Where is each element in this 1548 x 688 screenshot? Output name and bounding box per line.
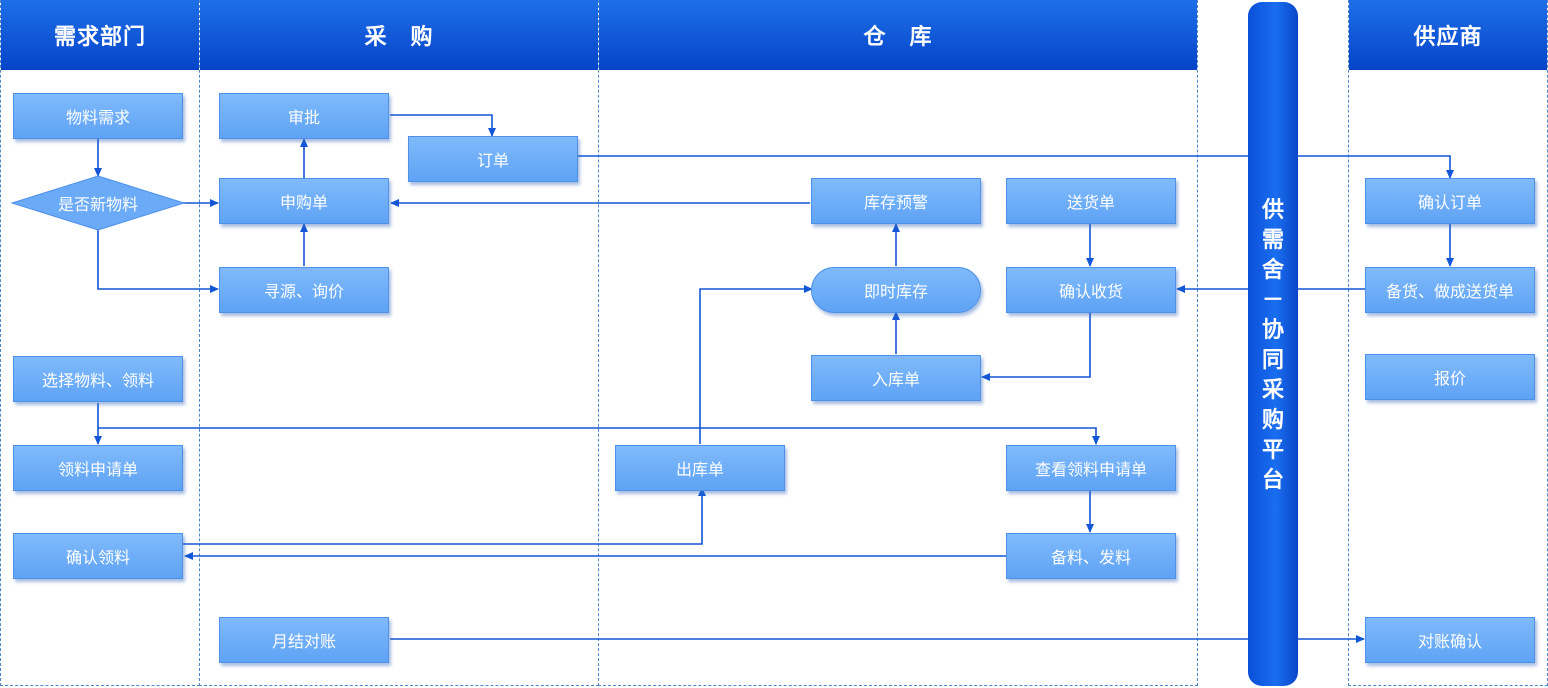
node-stock-warning[interactable]: 库存预警 xyxy=(811,178,981,224)
node-view-requisition[interactable]: 查看领料申请单 xyxy=(1006,445,1176,491)
node-realtime-stock[interactable]: 即时库存 xyxy=(811,267,981,313)
node-confirm-receipt[interactable]: 确认收货 xyxy=(1006,267,1176,313)
node-reconcile-confirm[interactable]: 对账确认 xyxy=(1365,617,1535,663)
arrow-approval-to-order xyxy=(390,114,496,137)
node-is-new-material[interactable]: 是否新物料 xyxy=(57,195,138,214)
node-stock-delivery[interactable]: 备货、做成送货单 xyxy=(1365,267,1535,313)
lane-header-supplier: 供应商 xyxy=(1349,0,1547,70)
lane-header-warehouse: 仓 库 xyxy=(599,0,1197,70)
node-confirm-requisition[interactable]: 确认领料 xyxy=(13,533,183,579)
lane-supplier xyxy=(1348,0,1548,686)
lane-header-demand: 需求部门 xyxy=(1,0,199,70)
arrow-order-to-confirm-order xyxy=(578,155,1454,179)
node-delivery-note[interactable]: 送货单 xyxy=(1006,178,1176,224)
node-prepare-issue[interactable]: 备料、发料 xyxy=(1006,533,1176,579)
decision-diamond xyxy=(10,175,186,231)
arrow-outbound-to-stock xyxy=(699,285,813,444)
node-monthly-reconcile[interactable]: 月结对账 xyxy=(219,617,389,663)
node-inbound-note[interactable]: 入库单 xyxy=(811,355,981,401)
collaboration-platform-bar: 供需舍－协同采购平台 xyxy=(1248,2,1298,686)
node-confirm-order[interactable]: 确认订单 xyxy=(1365,178,1535,224)
node-order[interactable]: 订单 xyxy=(408,136,578,182)
node-requisition-form[interactable]: 领料申请单 xyxy=(13,445,183,491)
node-quote[interactable]: 报价 xyxy=(1365,354,1535,400)
arrow-decision-to-sourcing xyxy=(97,229,219,293)
node-select-material[interactable]: 选择物料、领料 xyxy=(13,356,183,402)
platform-label: 供需舍－协同采购平台 xyxy=(1261,198,1284,493)
arrow-receipt-to-inbound xyxy=(981,312,1091,381)
lane-header-purchase: 采 购 xyxy=(200,0,598,70)
node-material-need[interactable]: 物料需求 xyxy=(13,93,183,139)
node-approval[interactable]: 审批 xyxy=(219,93,389,139)
node-outbound-note[interactable]: 出库单 xyxy=(615,445,785,491)
node-sourcing[interactable]: 寻源、询价 xyxy=(219,267,389,313)
arrow-requisition-to-view xyxy=(98,427,1100,445)
arrow-confirm-to-outbound xyxy=(183,487,706,545)
node-purchase-request[interactable]: 申购单 xyxy=(219,178,389,224)
